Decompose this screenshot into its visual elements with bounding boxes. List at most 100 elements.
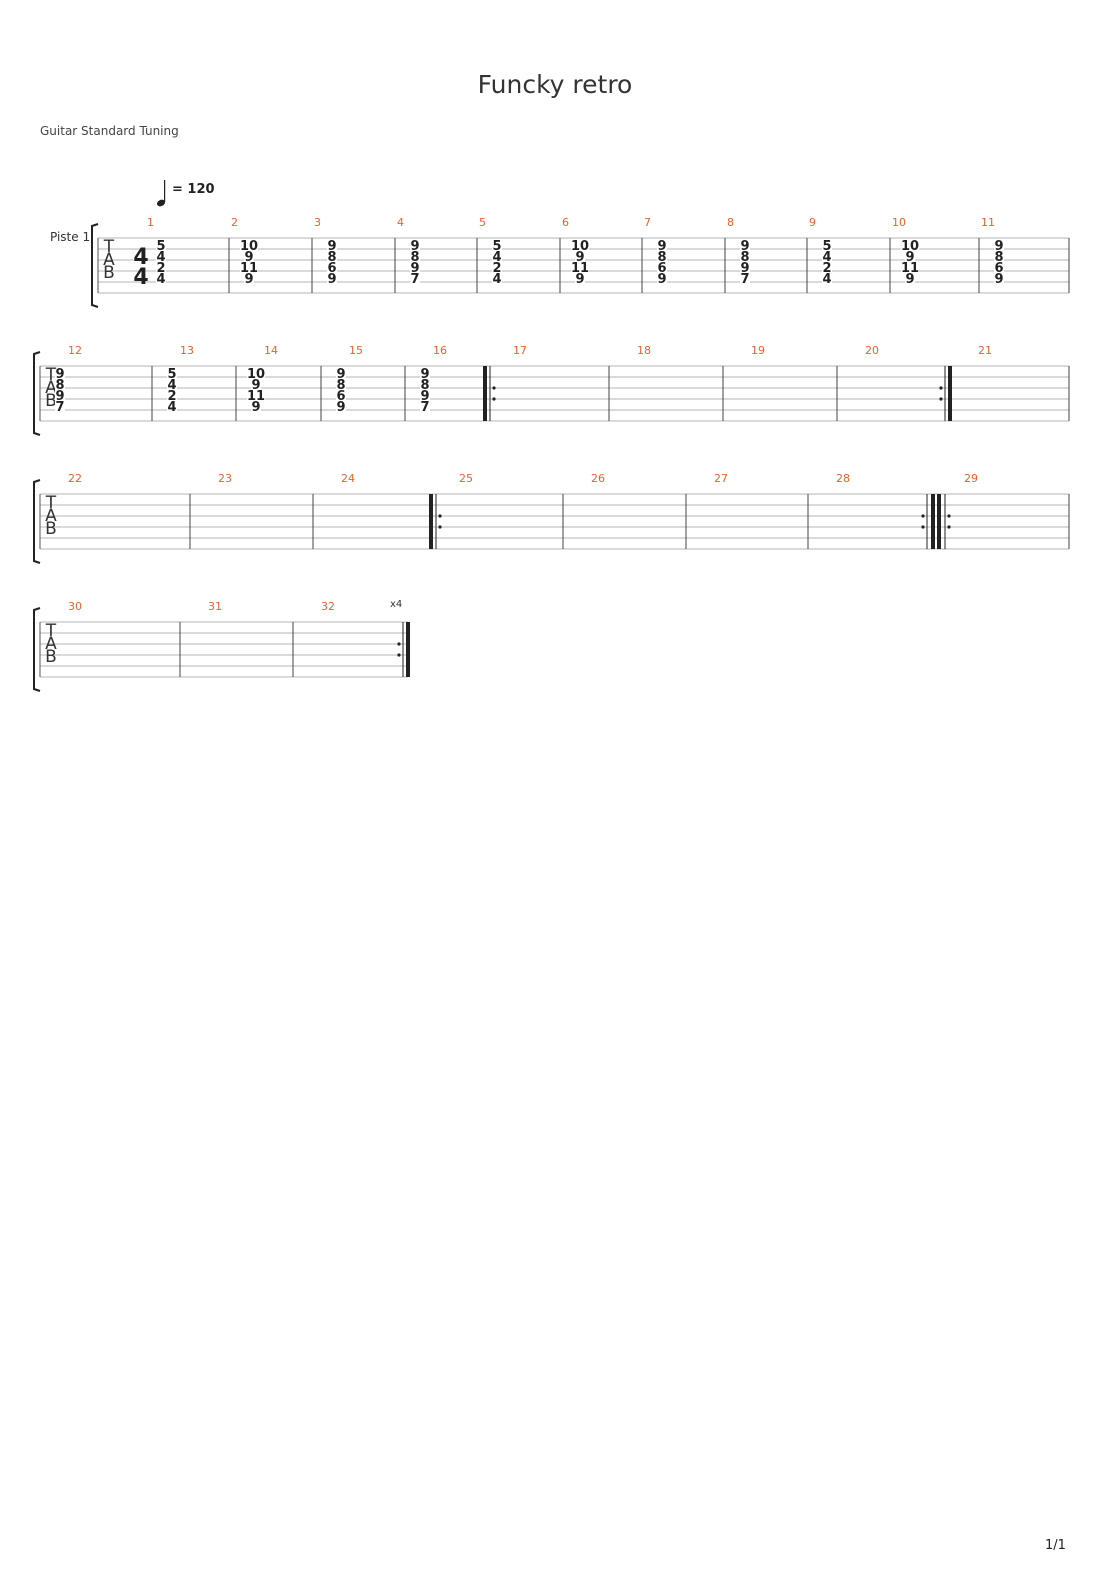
- fret-number: 9: [657, 272, 666, 287]
- fret-background: [156, 252, 166, 263]
- fret-background: [994, 263, 1004, 274]
- fret-number: 8: [327, 250, 336, 265]
- fret-number: 4: [156, 250, 165, 265]
- repeat-dot: [492, 397, 496, 401]
- fret-background: [420, 380, 430, 391]
- tab-clef-letter: A: [103, 250, 115, 270]
- fret-background: [327, 274, 337, 285]
- fret-background: [571, 241, 589, 252]
- fret-background: [336, 380, 346, 391]
- fret-number: 7: [410, 272, 419, 287]
- fret-background: [240, 263, 258, 274]
- fret-background: [575, 252, 585, 263]
- fret-number: 11: [240, 261, 258, 276]
- measure-number: 23: [218, 472, 232, 485]
- fret-number: 9: [575, 250, 584, 265]
- staff-bracket: [33, 351, 41, 436]
- fret-number: 7: [740, 272, 749, 287]
- fret-number: 9: [327, 239, 336, 254]
- repeat-dot: [438, 514, 442, 518]
- tab-clef-letter: B: [45, 391, 57, 411]
- fret-background: [336, 402, 346, 413]
- fret-number: 8: [410, 250, 419, 265]
- fret-number: 5: [492, 239, 501, 254]
- measure-number: 1: [147, 216, 154, 229]
- measure-number: 8: [727, 216, 734, 229]
- fret-background: [156, 274, 166, 285]
- page-number: 1/1: [1045, 1538, 1066, 1553]
- fret-number: 9: [740, 261, 749, 276]
- fret-number: 4: [822, 250, 831, 265]
- fret-number: 9: [740, 239, 749, 254]
- fret-background: [657, 274, 667, 285]
- tab-clef-letter: T: [45, 621, 57, 641]
- tab-clef-letter: B: [103, 263, 115, 283]
- fret-background: [167, 369, 177, 380]
- fret-number: 2: [156, 261, 165, 276]
- fret-background: [240, 241, 258, 252]
- fret-background: [410, 274, 420, 285]
- fret-background: [327, 241, 337, 252]
- measure-number: 12: [68, 344, 82, 357]
- fret-background: [492, 252, 502, 263]
- measure-number: 25: [459, 472, 473, 485]
- fret-number: 2: [822, 261, 831, 276]
- fret-background: [740, 274, 750, 285]
- fret-number: 8: [420, 378, 429, 393]
- measure-number: 28: [836, 472, 850, 485]
- fret-background: [571, 263, 589, 274]
- fret-background: [336, 391, 346, 402]
- fret-number: 8: [55, 378, 64, 393]
- fret-background: [420, 402, 430, 413]
- fret-background: [156, 241, 166, 252]
- fret-background: [822, 263, 832, 274]
- repeat-dot: [397, 642, 401, 646]
- fret-background: [251, 380, 261, 391]
- measure-number: 13: [180, 344, 194, 357]
- fret-number: 11: [571, 261, 589, 276]
- repeat-start-bar: [937, 494, 941, 549]
- fret-background: [244, 274, 254, 285]
- measure-number: 14: [264, 344, 278, 357]
- measure-number: 4: [397, 216, 404, 229]
- repeat-dot: [397, 653, 401, 657]
- quarter-note-icon: [156, 199, 166, 207]
- measure-number: 27: [714, 472, 728, 485]
- fret-background: [994, 274, 1004, 285]
- measure-number: 30: [68, 600, 82, 613]
- measure-number: 6: [562, 216, 569, 229]
- repeat-dot: [939, 397, 943, 401]
- measure-number: 5: [479, 216, 486, 229]
- fret-number: 8: [336, 378, 345, 393]
- fret-background: [251, 402, 261, 413]
- fret-number: 8: [657, 250, 666, 265]
- measure-number: 3: [314, 216, 321, 229]
- fret-number: 9: [905, 272, 914, 287]
- tab-clef-letter: B: [45, 647, 57, 667]
- measure-number: 11: [981, 216, 995, 229]
- tuning-label: Guitar Standard Tuning: [40, 124, 179, 138]
- measure-number: 17: [513, 344, 527, 357]
- fret-number: 9: [657, 239, 666, 254]
- fret-background: [55, 369, 65, 380]
- repeat-dot: [921, 525, 925, 529]
- fret-number: 9: [994, 239, 1003, 254]
- repeat-dot: [939, 386, 943, 390]
- measure-number: 29: [964, 472, 978, 485]
- fret-number: 5: [167, 367, 176, 382]
- repeat-dot: [492, 386, 496, 390]
- measure-number: 24: [341, 472, 355, 485]
- fret-background: [905, 252, 915, 263]
- fret-background: [55, 402, 65, 413]
- measure-number: 18: [637, 344, 651, 357]
- repeat-start-bar: [429, 494, 433, 549]
- fret-background: [492, 241, 502, 252]
- tab-clef-letter: A: [45, 378, 57, 398]
- measure-number: 2: [231, 216, 238, 229]
- fret-background: [740, 241, 750, 252]
- fret-background: [327, 263, 337, 274]
- measure-number: 7: [644, 216, 651, 229]
- staff-bracket: [33, 607, 41, 692]
- fret-background: [420, 369, 430, 380]
